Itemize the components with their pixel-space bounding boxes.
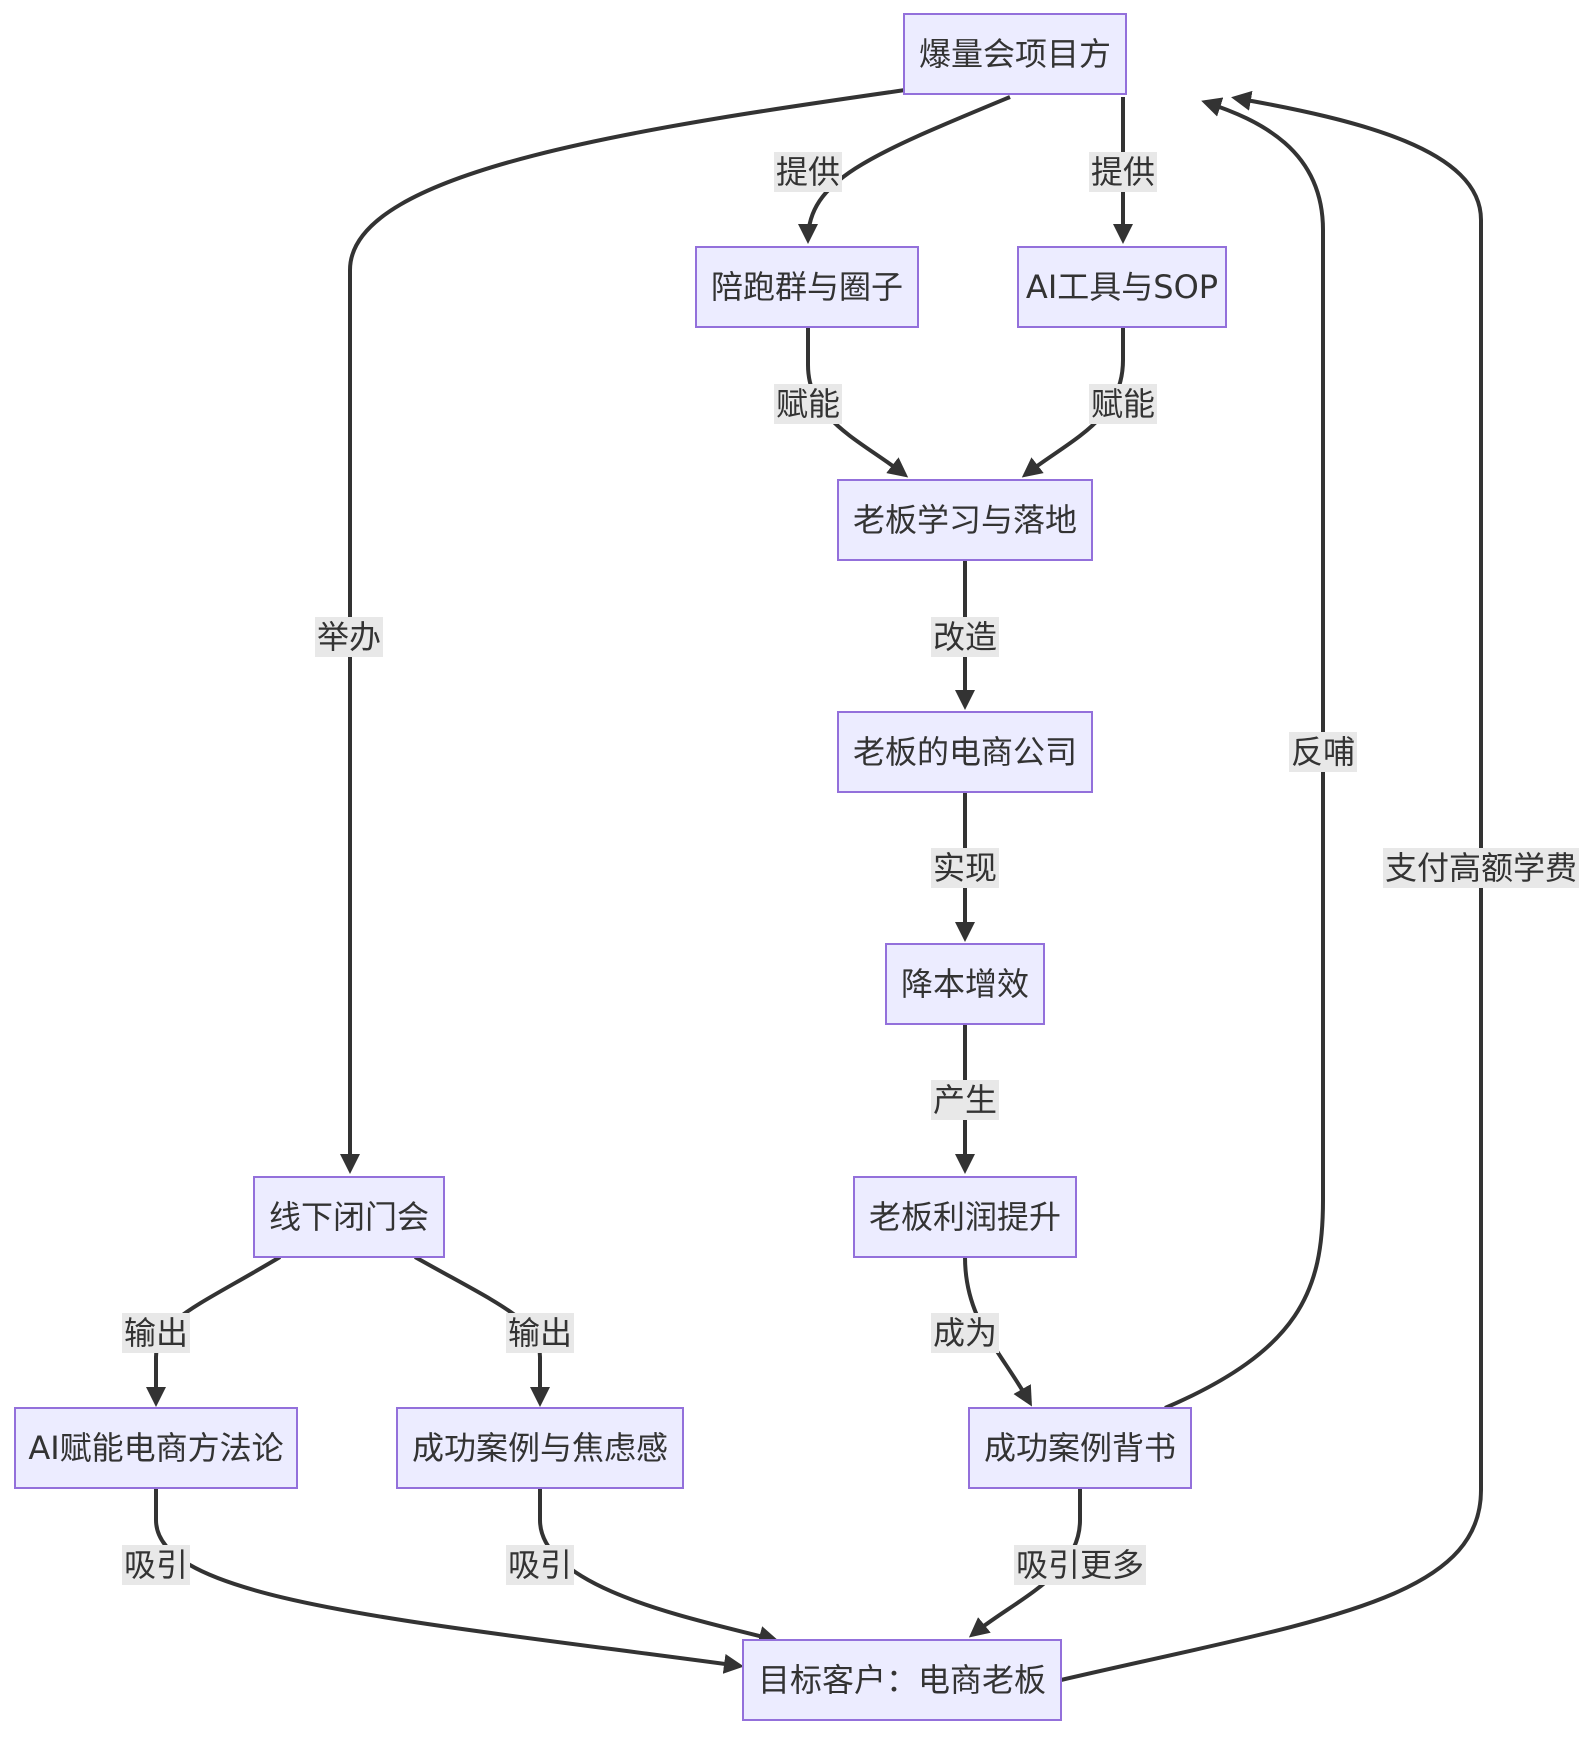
- edge-label-bg: [1013, 1545, 1147, 1585]
- node-I: 老板的电商公司: [837, 711, 1093, 793]
- node-label: 爆量会项目方: [919, 35, 1111, 73]
- node-F: 陪跑群与圈子: [695, 246, 919, 328]
- node-box: [903, 13, 1127, 95]
- edge-D-E: [538, 1488, 779, 1646]
- edge-label-text: 实现: [933, 849, 997, 887]
- edge-label-J-K: 产生: [930, 1080, 1000, 1120]
- node-label: 老板利润提升: [869, 1198, 1061, 1236]
- node-label: AI工具与SOP: [1026, 268, 1218, 306]
- edge-label-bg: [930, 1080, 1000, 1120]
- node-E: 目标客户：电商老板: [742, 1639, 1062, 1721]
- edge-label-bg: [314, 617, 384, 657]
- edge-label-K-L: 成为: [930, 1313, 1000, 1353]
- node-box: [396, 1407, 684, 1489]
- edge-A-B: [340, 73, 1011, 1174]
- node-box: [837, 711, 1093, 793]
- edge-label-A-B: 举办: [314, 617, 384, 657]
- edge-L-A: [1164, 97, 1325, 1410]
- edge-A-F: [798, 95, 1011, 244]
- node-box: [968, 1407, 1192, 1489]
- node-label: AI赋能电商方法论: [28, 1429, 283, 1467]
- node-box: [695, 246, 919, 328]
- node-G: AI工具与SOP: [1017, 246, 1227, 328]
- edge-label-H-I: 改造: [930, 617, 1000, 657]
- node-H: 老板学习与落地: [837, 479, 1093, 561]
- node-label: 目标客户：电商老板: [758, 1661, 1046, 1699]
- edge-label-bg: [773, 384, 843, 424]
- node-box: [885, 943, 1045, 1025]
- node-box: [1017, 246, 1227, 328]
- edge-label-G-H: 赋能: [1088, 384, 1158, 424]
- node-L: 成功案例背书: [968, 1407, 1192, 1489]
- edge-label-bg: [121, 1545, 191, 1585]
- edge-label-A-F: 提供: [773, 152, 843, 192]
- node-C: AI赋能电商方法论: [14, 1407, 298, 1489]
- edge-label-bg: [930, 1313, 1000, 1353]
- edge-label-text: 赋能: [776, 385, 840, 423]
- edge-label-text: 支付高额学费: [1385, 849, 1577, 887]
- edge-label-text: 吸引: [508, 1546, 572, 1584]
- edge-label-text: 提供: [776, 153, 840, 191]
- edge-C-E: [154, 1488, 744, 1674]
- node-label: 老板的电商公司: [853, 733, 1077, 771]
- node-box: [14, 1407, 298, 1489]
- edge-label-bg: [1288, 732, 1358, 772]
- edge-label-B-C: 输出: [121, 1313, 191, 1353]
- node-label: 老板学习与落地: [853, 501, 1077, 539]
- edge-label-E-A: 支付高额学费: [1382, 848, 1580, 888]
- edge-label-text: 反哺: [1291, 733, 1355, 771]
- edge-label-I-J: 实现: [930, 848, 1000, 888]
- node-J: 降本增效: [885, 943, 1045, 1025]
- node-K: 老板利润提升: [853, 1176, 1077, 1258]
- node-A: 爆量会项目方: [903, 13, 1127, 95]
- node-box: [837, 479, 1093, 561]
- edge-label-text: 吸引: [124, 1546, 188, 1584]
- edge-label-bg: [1088, 384, 1158, 424]
- edge-label-text: 输出: [508, 1314, 572, 1352]
- node-box: [253, 1176, 445, 1258]
- edge-label-text: 输出: [124, 1314, 188, 1352]
- node-label: 成功案例与焦虑感: [412, 1429, 668, 1467]
- edge-label-bg: [1382, 848, 1580, 888]
- node-box: [742, 1639, 1062, 1721]
- edge-label-D-E: 吸引: [505, 1545, 575, 1585]
- edge-label-F-H: 赋能: [773, 384, 843, 424]
- edge-label-text: 成为: [933, 1314, 997, 1352]
- node-B: 线下闭门会: [253, 1176, 445, 1258]
- node-D: 成功案例与焦虑感: [396, 1407, 684, 1489]
- edge-label-text: 产生: [933, 1081, 997, 1119]
- edge-label-text: 提供: [1091, 153, 1155, 191]
- edge-label-text: 改造: [933, 618, 997, 656]
- node-box: [853, 1176, 1077, 1258]
- edge-label-text: 吸引更多: [1016, 1546, 1144, 1584]
- edge-label-bg: [505, 1545, 575, 1585]
- node-label: 降本增效: [901, 965, 1029, 1003]
- edge-label-bg: [1088, 152, 1158, 192]
- edge-label-L-E: 吸引更多: [1013, 1545, 1147, 1585]
- edge-label-A-G: 提供: [1088, 152, 1158, 192]
- edge-label-bg: [121, 1313, 191, 1353]
- node-label: 成功案例背书: [984, 1429, 1176, 1467]
- edge-label-bg: [773, 152, 843, 192]
- edge-label-L-A: 反哺: [1288, 732, 1358, 772]
- edge-label-bg: [930, 848, 1000, 888]
- edge-label-text: 赋能: [1091, 385, 1155, 423]
- edge-label-B-D: 输出: [505, 1313, 575, 1353]
- edge-label-bg: [505, 1313, 575, 1353]
- edge-E-A: [1060, 90, 1483, 1682]
- node-label: 陪跑群与圈子: [711, 268, 903, 306]
- edge-label-bg: [930, 617, 1000, 657]
- edge-label-text: 举办: [317, 618, 381, 656]
- node-label: 线下闭门会: [269, 1198, 429, 1236]
- edge-label-C-E: 吸引: [121, 1545, 191, 1585]
